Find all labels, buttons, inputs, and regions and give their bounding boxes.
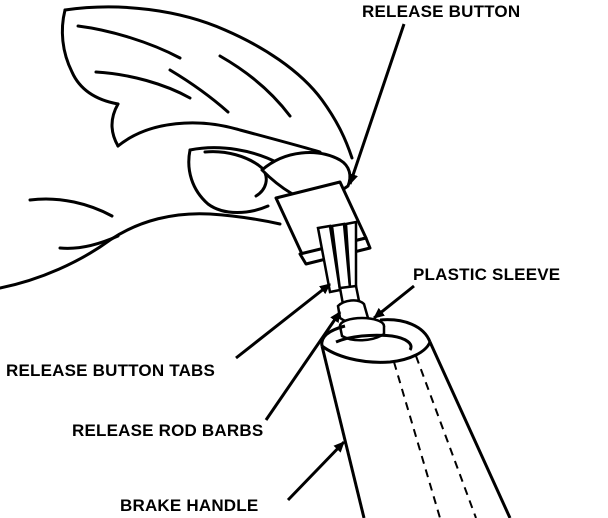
arrow-release-button	[348, 23, 406, 185]
label-brake-handle: BRAKE HANDLE	[120, 496, 259, 515]
release-button-tabs-part	[316, 220, 358, 294]
label-plastic-sleeve: PLASTIC SLEEVE	[413, 265, 561, 284]
arrow-brake-handle	[286, 440, 346, 502]
label-release-button-tabs: RELEASE BUTTON TABS	[6, 361, 216, 380]
hand-illustration	[0, 5, 354, 290]
label-release-rod-barbs: RELEASE ROD BARBS	[72, 421, 264, 440]
arrow-plastic-sleeve	[373, 284, 415, 320]
arrow-release-rod-barbs	[264, 311, 342, 421]
leader-arrows	[235, 23, 415, 502]
label-release-button: RELEASE BUTTON	[362, 2, 521, 21]
brake-handle-part	[320, 318, 512, 518]
arrow-release-button-tabs	[235, 282, 331, 360]
